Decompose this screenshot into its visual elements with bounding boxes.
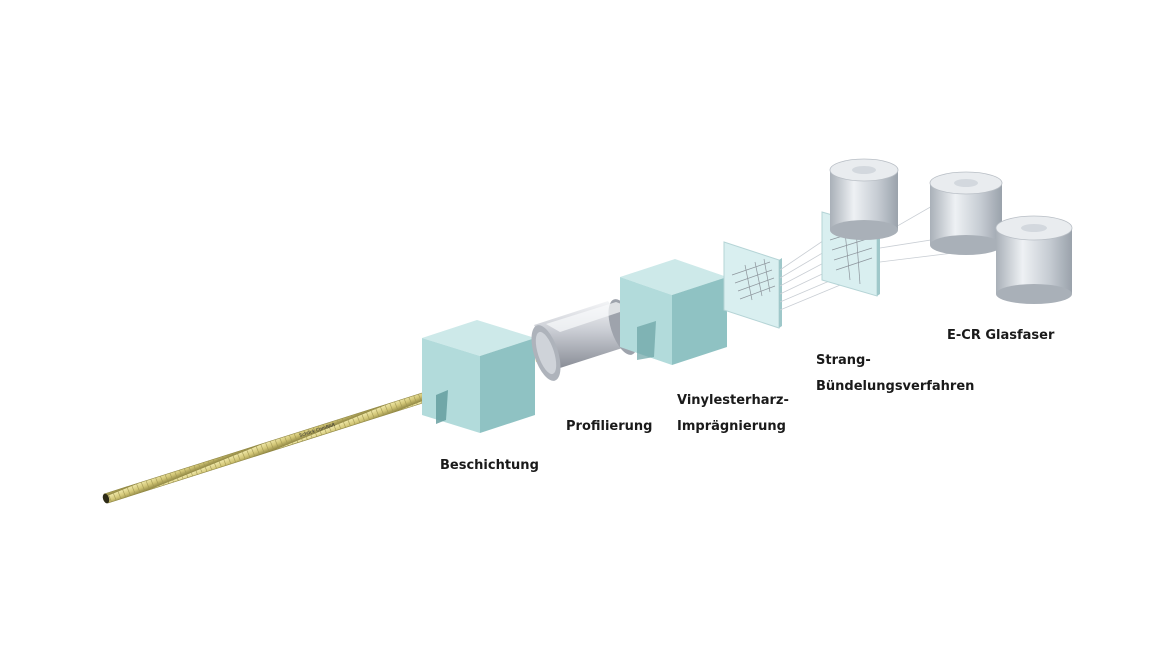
glass-fiber-spool-1 (829, 158, 899, 240)
label-resin-line2: Imprägnierung (677, 419, 786, 434)
label-coating-text: Beschichtung (440, 458, 539, 473)
label-glass-fiber-text: E-CR Glasfaser (947, 328, 1055, 343)
label-strand-bundling-line2: Bündelungsverfahren (816, 379, 975, 394)
glass-fiber-spool-3 (995, 215, 1073, 304)
label-profiling: Profilierung (566, 414, 652, 440)
resin-impregnation-box (620, 259, 727, 365)
label-strand-bundling-line1: Strang- (816, 353, 871, 368)
label-glass-fiber: E-CR Glasfaser (947, 323, 1054, 349)
label-resin-impregnation: Vinylesterharz- Imprägnierung (677, 388, 789, 440)
coating-box (422, 320, 535, 433)
profiling-roller (531, 299, 638, 381)
label-resin-line1: Vinylesterharz- (677, 393, 789, 408)
guide-plate-front (723, 241, 782, 329)
label-strand-bundling: Strang- Bündelungsverfahren (816, 348, 974, 400)
label-coating: Beschichtung (440, 453, 539, 479)
glass-fiber-spool-2 (929, 171, 1003, 255)
combar-rod: Schöck ComBAR (102, 385, 449, 504)
label-profiling-text: Profilierung (566, 419, 653, 434)
